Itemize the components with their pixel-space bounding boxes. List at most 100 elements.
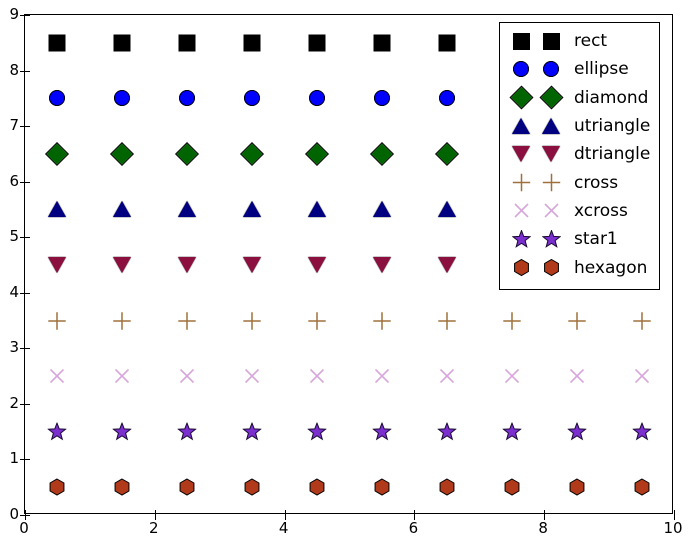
x-tick-mark: [284, 510, 286, 515]
legend-entry-diamond[interactable]: diamond: [506, 84, 653, 112]
utriangle-marker: [243, 201, 262, 218]
legend-entry-dtriangle[interactable]: dtriangle: [506, 140, 653, 168]
hexagon-marker: [567, 478, 586, 497]
ellipse-marker: [438, 90, 455, 107]
legend-marker-sample: [536, 112, 566, 140]
ellipse-marker: [309, 90, 326, 107]
legend-marker-sample: [506, 27, 536, 55]
dtriangle-marker: [178, 257, 197, 273]
dtriangle-marker: [437, 257, 456, 273]
y-tick-mark: [25, 181, 30, 183]
hexagon-marker: [178, 478, 197, 497]
rect-marker: [512, 32, 530, 50]
x-tick-label: 2: [149, 519, 159, 537]
y-tick-mark: [20, 237, 25, 239]
xcross-marker: [632, 367, 651, 386]
y-tick-mark: [25, 15, 30, 16]
star1-marker: [307, 422, 327, 441]
star1-marker: [372, 422, 392, 441]
legend-entry-ellipse[interactable]: ellipse: [506, 55, 653, 83]
utriangle-marker: [542, 118, 560, 135]
cross-marker: [243, 311, 262, 330]
xcross-marker: [372, 367, 391, 386]
hexagon-marker: [437, 478, 456, 497]
ellipse-marker: [513, 61, 529, 78]
legend-label: ellipse: [574, 59, 629, 80]
y-tick-label: 2: [9, 393, 19, 412]
x-tick-label: 6: [408, 519, 419, 537]
cross-marker: [632, 311, 651, 330]
y-tick-label: 6: [9, 171, 19, 190]
star1-marker: [511, 229, 531, 249]
x-tick-mark: [25, 510, 26, 515]
utriangle-marker: [512, 118, 530, 135]
xcross-marker: [113, 367, 132, 386]
legend-marker-sample: [536, 55, 566, 83]
dtriangle-marker: [512, 146, 530, 163]
ellipse-marker: [244, 90, 261, 107]
y-tick-mark: [25, 70, 30, 72]
x-tick-mark: [414, 510, 416, 515]
y-tick-label: 1: [9, 449, 19, 468]
star1-marker: [502, 422, 522, 441]
legend-entry-cross[interactable]: cross: [506, 168, 653, 196]
star1-marker: [632, 422, 652, 441]
cross-marker: [372, 311, 391, 330]
dtriangle-marker: [542, 146, 560, 163]
y-tick-label: 9: [9, 5, 19, 23]
legend-marker-sample: [506, 197, 536, 225]
y-tick-mark: [25, 348, 30, 350]
cross-marker: [437, 311, 456, 330]
y-tick-mark: [20, 515, 25, 516]
hexagon-marker: [542, 258, 561, 277]
x-tick-label: 4: [278, 519, 289, 537]
utriangle-marker: [437, 201, 456, 218]
legend-entry-star1[interactable]: star1: [506, 225, 653, 253]
star1-marker: [437, 422, 457, 441]
rect-marker: [48, 34, 66, 52]
y-tick-mark: [20, 15, 25, 16]
diamond-marker: [538, 85, 564, 110]
ellipse-marker: [179, 90, 196, 107]
cross-marker: [512, 173, 531, 192]
xcross-marker: [437, 367, 456, 386]
y-tick-mark: [20, 70, 25, 72]
x-tick-mark: [544, 510, 546, 515]
star1-marker: [242, 422, 262, 441]
legend-entry-hexagon[interactable]: hexagon: [506, 253, 653, 281]
xcross-marker: [542, 201, 561, 220]
hexagon-marker: [48, 478, 67, 497]
dtriangle-marker: [308, 257, 327, 273]
legend-label: star1: [574, 229, 618, 250]
xcross-marker: [512, 201, 531, 220]
x-tick-mark: [674, 515, 675, 520]
rect-marker: [178, 34, 196, 52]
x-tick-mark: [154, 515, 156, 520]
y-tick-label: 3: [9, 338, 19, 357]
y-tick-mark: [25, 515, 30, 516]
legend-entry-utriangle[interactable]: utriangle: [506, 112, 653, 140]
utriangle-marker: [113, 201, 132, 218]
legend-marker-sample: [506, 225, 536, 253]
y-tick-mark: [20, 459, 25, 461]
xcross-marker: [308, 367, 327, 386]
x-tick-mark: [25, 515, 26, 520]
legend-entry-rect[interactable]: rect: [506, 27, 653, 55]
legend-marker-sample: [536, 197, 566, 225]
y-tick-label: 4: [9, 282, 19, 301]
legend-label: hexagon: [574, 257, 648, 278]
legend-entry-xcross[interactable]: xcross: [506, 197, 653, 225]
legend-marker-sample: [536, 140, 566, 168]
y-tick-mark: [25, 126, 30, 128]
x-tick-mark: [414, 515, 416, 520]
legend-marker-sample: [506, 169, 536, 197]
star1-marker: [47, 422, 67, 441]
cross-marker: [48, 311, 67, 330]
x-tick-label: 8: [538, 519, 548, 537]
cross-marker: [178, 311, 197, 330]
y-tick-mark: [25, 292, 30, 294]
